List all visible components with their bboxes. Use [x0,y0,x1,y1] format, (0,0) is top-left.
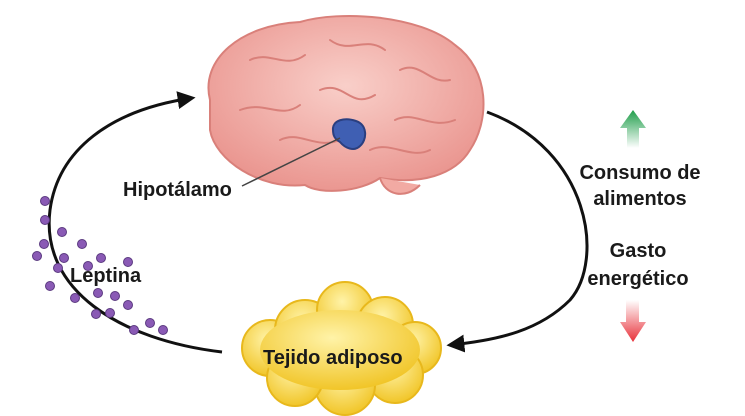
brain-icon [207,14,485,195]
leptin-label: Leptina [70,265,142,287]
hypothalamus-label: Hipotálamo [123,179,232,201]
cycle-arrow-right [446,110,589,353]
energy-expenditure-label-line1: Gasto [610,240,667,262]
adipose-label: Tejido adiposo [263,347,403,369]
arrow-down-icon [620,300,646,342]
food-intake-label-line1: Consumo de [579,162,700,184]
cycle-arrow-left [47,91,223,354]
energy-expenditure-label-line2: energético [587,268,688,290]
leptin-molecules [32,196,168,335]
arrow-up-icon [620,110,646,148]
hypothalamus-pointer [241,137,341,187]
food-intake-label-line2: alimentos [593,188,686,210]
adipose-tissue-icon [241,281,442,416]
